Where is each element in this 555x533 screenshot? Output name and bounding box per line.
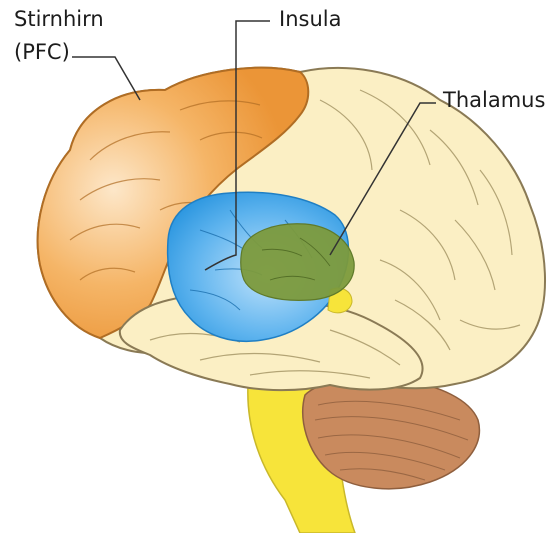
thalamus-label: Thalamus bbox=[443, 90, 545, 111]
thalamus-region bbox=[241, 224, 354, 301]
insula-label: Insula bbox=[279, 9, 341, 30]
prefrontal-cortex-abbrev-label: (PFC) bbox=[14, 42, 70, 63]
prefrontal-cortex-label: Stirnhirn bbox=[14, 9, 104, 30]
